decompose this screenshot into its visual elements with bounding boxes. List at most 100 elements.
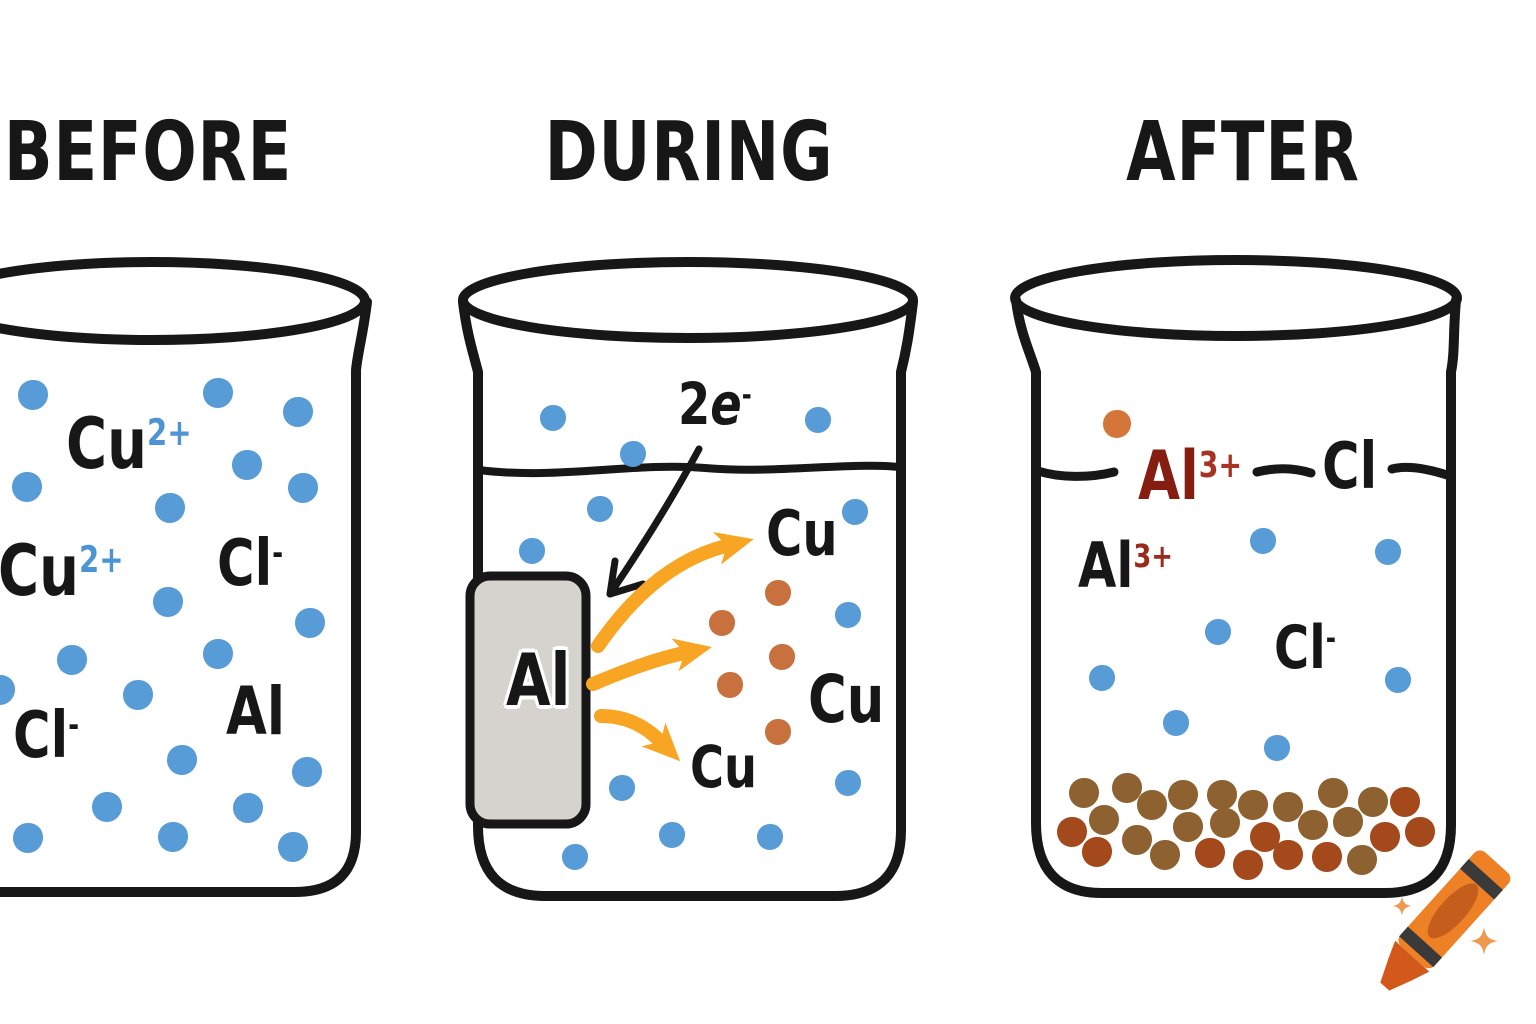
during-ion-dot-blue <box>835 770 861 796</box>
crayon-icon <box>1380 850 1511 991</box>
after-ion-dot-rust <box>1082 837 1112 867</box>
after-ion-dot-blue <box>1375 539 1401 565</box>
reaction-arrow-middle <box>586 638 712 691</box>
during-ion-dot-blue <box>519 538 545 564</box>
during-ion-dot-blue <box>540 405 566 431</box>
label-cu2plus-1: Cu2+ <box>66 409 192 479</box>
after-ion-dot-blue <box>1205 619 1231 645</box>
label-al3plus-1: Al3+ <box>1138 443 1242 511</box>
during-ion-dot-blue <box>620 441 646 467</box>
after-ion-dot-blue <box>1264 735 1290 761</box>
after-ion-dot-blue <box>1385 667 1411 693</box>
label-al3plus-1-part: 3+ <box>1198 445 1243 487</box>
label-2e-part: 2 <box>678 370 711 438</box>
during-ion-dot-blue <box>842 499 868 525</box>
beaker-before-rim <box>0 257 370 345</box>
water-line-after <box>1033 462 1455 481</box>
before-ion-dot-blue <box>283 397 313 427</box>
before-ion-dot-blue <box>203 378 233 408</box>
label-al3plus-2-part: 3+ <box>1133 537 1173 576</box>
after-ion-dot-brown <box>1238 790 1268 820</box>
after-ion-dot-copper_light <box>1103 410 1131 438</box>
after-ion-dot-brown <box>1298 810 1328 840</box>
after-ion-dot-brown <box>1122 825 1152 855</box>
beaker-after-rim <box>1010 255 1462 341</box>
label-cl: Cl <box>1322 435 1377 499</box>
label-cu-2: Cu <box>808 667 884 733</box>
label-clminus-1-part: - <box>272 533 284 573</box>
water-line-during <box>475 461 904 478</box>
label-clminus-2-part: Cl <box>13 699 69 773</box>
after-ion-dot-brown <box>1318 778 1348 808</box>
label-cu2plus-1-part: Cu <box>66 403 147 485</box>
panel-title-during: DURING <box>544 105 834 200</box>
beaker-during <box>458 257 918 901</box>
after-ion-dot-brown <box>1347 845 1377 875</box>
after-ion-dot-rust <box>1195 838 1225 868</box>
during-ion-dot-blue <box>587 496 613 522</box>
after-ion-dot-brown <box>1150 840 1180 870</box>
after-ion-dot-blue <box>1250 528 1276 554</box>
after-ion-dot-rust <box>1273 840 1303 870</box>
during-ion-dot-copper <box>709 610 735 636</box>
during-ion-dot-blue <box>757 824 783 850</box>
sparkle-icon <box>1470 927 1498 955</box>
label-al-atom-part: Al <box>226 673 285 750</box>
before-ion-dot-blue <box>203 639 233 669</box>
before-ion-dot-blue <box>155 493 185 523</box>
before-ion-dot-blue <box>57 645 87 675</box>
before-ion-dot-blue <box>167 745 197 775</box>
label-cu2plus-2-part: Cu <box>0 530 79 612</box>
beaker-after <box>1010 255 1462 898</box>
before-ion-dot-blue <box>12 472 42 502</box>
before-ion-dot-blue <box>0 675 15 705</box>
after-ion-dot-brown <box>1089 805 1119 835</box>
before-ion-dot-blue <box>292 757 322 787</box>
label-al-electrode-part: Al <box>506 638 571 722</box>
during-ion-dot-blue <box>562 844 588 870</box>
before-ion-dot-blue <box>158 822 188 852</box>
before-ion-dot-blue <box>18 380 48 410</box>
during-ion-dot-copper <box>717 672 743 698</box>
after-ion-dot-blue <box>1089 665 1115 691</box>
label-clminus-3-part: Cl <box>1274 613 1326 683</box>
label-clminus-1-part: Cl <box>217 527 273 601</box>
label-cu2plus-1-part: 2+ <box>146 411 192 455</box>
before-ion-dot-blue <box>295 608 325 638</box>
panel-title-before: BEFORE <box>3 105 293 200</box>
after-ion-dot-rust <box>1370 822 1400 852</box>
during-ion-dot-blue <box>805 407 831 433</box>
before-ion-dot-blue <box>278 832 308 862</box>
label-clminus-3: Cl- <box>1274 618 1336 678</box>
reaction-arrows <box>586 531 754 762</box>
label-cu-1: Cu <box>766 503 838 565</box>
after-ion-dot-brown <box>1168 780 1198 810</box>
label-2e-part: e <box>710 370 742 438</box>
sparkle-icon <box>1392 896 1412 916</box>
before-ion-dot-blue <box>233 793 263 823</box>
label-cu-1-part: Cu <box>766 497 838 570</box>
label-al3plus-1-part: Al <box>1138 437 1199 516</box>
after-ion-dot-brown <box>1358 787 1388 817</box>
label-cu2plus-2-part: 2+ <box>78 538 124 582</box>
after-ion-dot-brown <box>1333 807 1363 837</box>
label-cu-3-part: Cu <box>690 733 758 801</box>
label-clminus-3-part: - <box>1325 620 1337 657</box>
label-2e: 2e- <box>678 375 752 433</box>
reaction-arrow-top <box>591 531 754 653</box>
after-ion-dot-brown <box>1112 773 1142 803</box>
panel-title-after: AFTER <box>1126 105 1360 200</box>
before-ion-dot-blue <box>123 680 153 710</box>
after-ion-dot-brown <box>1069 778 1099 808</box>
during-ion-dot-blue <box>609 775 635 801</box>
after-ion-dot-rust <box>1390 787 1420 817</box>
after-ion-dot-brown <box>1137 790 1167 820</box>
after-ion-dot-rust <box>1312 842 1342 872</box>
label-cu-3: Cu <box>690 738 757 796</box>
after-ion-dot-rust <box>1405 817 1435 847</box>
electron-arrow <box>606 445 703 598</box>
reaction-arrow-bottom <box>594 709 681 762</box>
